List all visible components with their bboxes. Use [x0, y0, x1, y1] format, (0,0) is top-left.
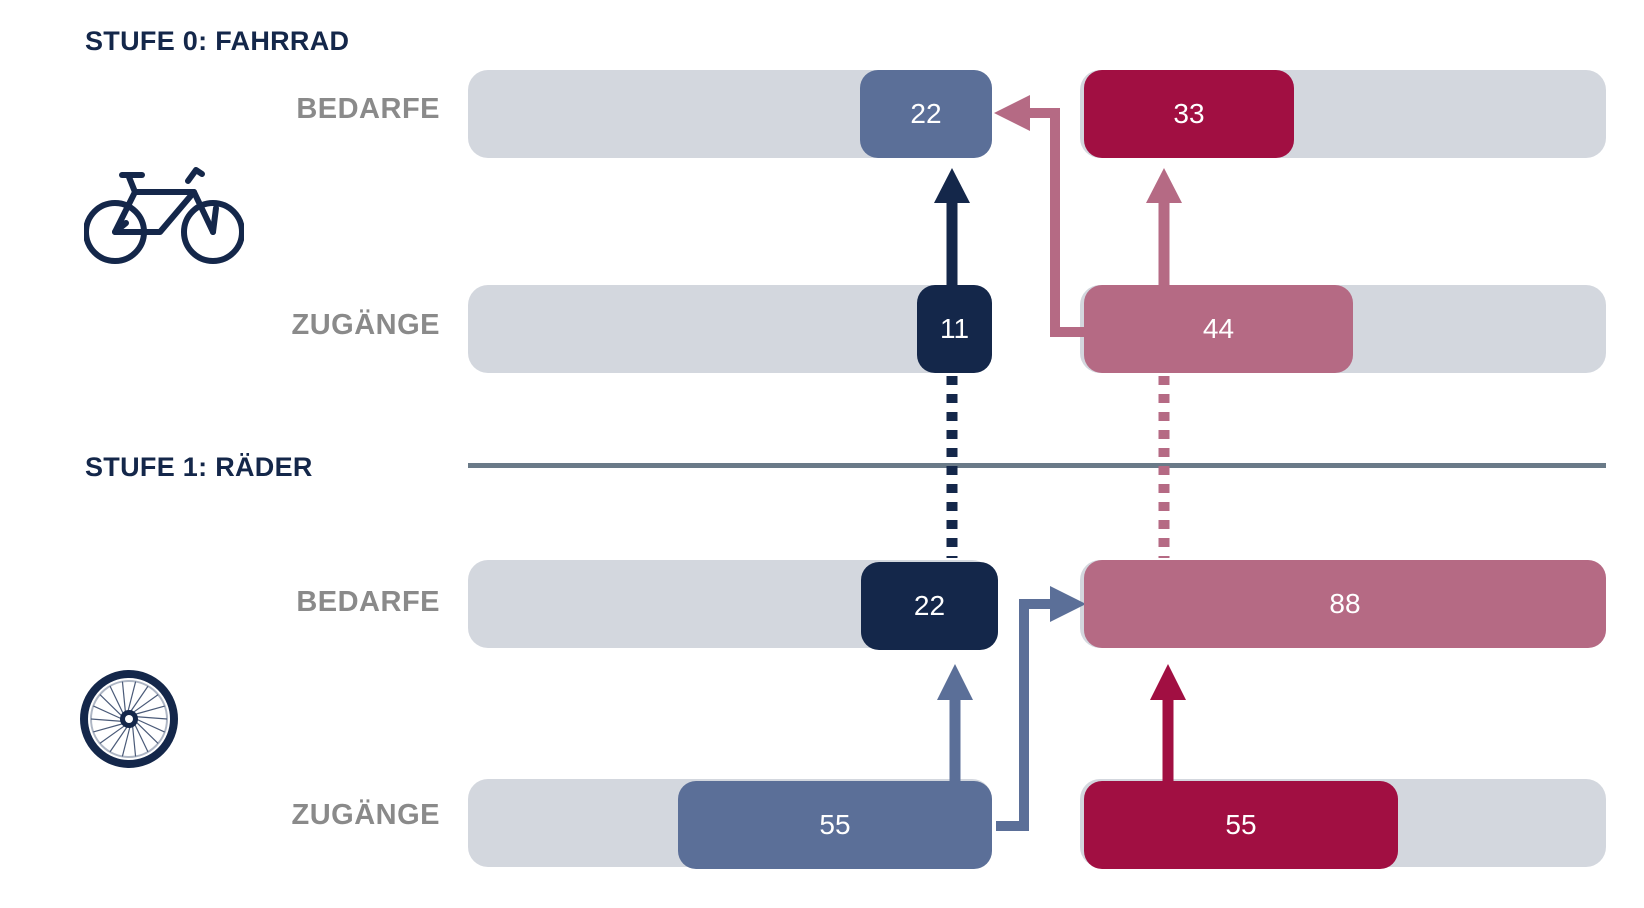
- stage-1-bedarfe-right-value: 88: [1084, 560, 1606, 648]
- stage-1-zugaenge-label: ZUGÄNGE: [291, 799, 440, 831]
- arrow-crimson-stage1-head: [1150, 664, 1186, 700]
- stage-0-bedarfe-label: BEDARFE: [296, 93, 440, 125]
- wheel-icon: [78, 668, 180, 770]
- arrow-rose-elbow-head: [994, 95, 1030, 131]
- stage-1-title: STUFE 1: RÄDER: [85, 452, 313, 482]
- stage-1-bedarfe-left-value: 22: [861, 562, 998, 650]
- stage-0-bedarfe-right-value: 33: [1084, 70, 1294, 158]
- stage-0-zugaenge-right-value: 44: [1084, 285, 1353, 373]
- stage-divider: [468, 463, 1606, 468]
- arrow-rose-elbow: [1020, 108, 1084, 337]
- arrow-slate-elbow: [996, 599, 1056, 831]
- track: [468, 285, 992, 373]
- arrow-rose-stage0-head: [1146, 168, 1182, 203]
- stage-0-title: STUFE 0: FAHRRAD: [85, 26, 350, 56]
- stage-1-zugaenge-right-value: 55: [1084, 781, 1398, 869]
- stage-1-bedarfe-label: BEDARFE: [296, 586, 440, 618]
- arrow-slate-stage1-head: [937, 664, 973, 700]
- arrow-navy-stage0-head: [934, 168, 970, 203]
- stage-1-zugaenge-left-value: 55: [678, 781, 992, 869]
- stage-0-bedarfe-left-value: 22: [860, 70, 992, 158]
- bicycle-icon: [83, 165, 245, 270]
- stage-0-zugaenge-label: ZUGÄNGE: [291, 309, 440, 341]
- stage-0-zugaenge-left-value: 11: [917, 285, 992, 373]
- arrow-slate-elbow-head: [1050, 586, 1086, 622]
